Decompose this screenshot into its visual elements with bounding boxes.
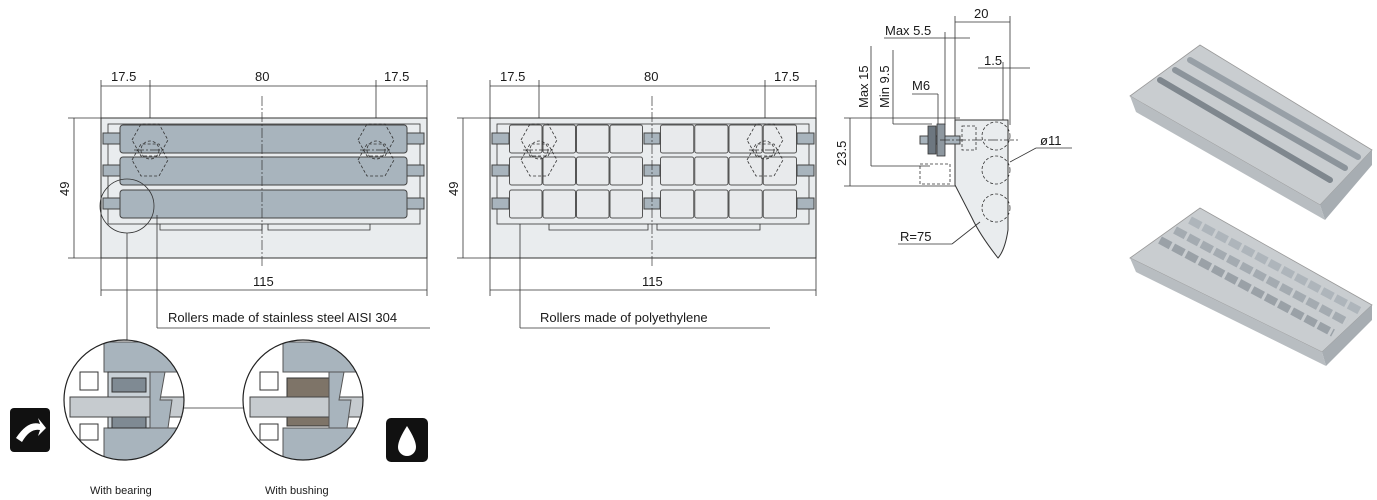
dim-width-pe: 115 xyxy=(642,274,663,289)
dim-height-steel: 49 xyxy=(57,182,72,196)
water-drop-icon xyxy=(386,418,428,462)
pe-roller-segment xyxy=(509,124,543,154)
dim-23-5: 23.5 xyxy=(834,141,849,166)
caption-with-bearing: With bearing xyxy=(90,485,152,497)
pe-roller-segment xyxy=(576,124,610,154)
axle-end-steel xyxy=(102,197,121,210)
dim-max-5-5: Max 5.5 xyxy=(885,23,931,38)
dim-middle-steel: 80 xyxy=(255,69,269,84)
pe-roller-segment xyxy=(694,124,729,154)
front-view-steel: 17.5 80 17.5 49 xyxy=(57,69,430,340)
caption-with-bushing: With bushing xyxy=(265,485,329,497)
detail-with-bearing xyxy=(63,339,185,461)
pe-roller-segment xyxy=(509,156,543,186)
pe-roller-segment xyxy=(609,189,643,219)
dim-top-20: 20 xyxy=(974,6,988,21)
dim-min-9-5: Min 9.5 xyxy=(877,65,892,108)
side-view: 20 Max 5.5 1.5 Max 15 Min 9.5 23.5 M6 xyxy=(834,6,1072,259)
pe-roller-segment xyxy=(509,189,543,219)
dim-diameter: ø11 xyxy=(1040,133,1061,148)
side-profile xyxy=(954,119,1009,259)
roller-circle xyxy=(981,121,1011,151)
pe-roller-segment xyxy=(660,156,695,186)
dim-middle-pe: 80 xyxy=(644,69,658,84)
pe-roller-segment xyxy=(576,189,610,219)
dim-max-15: Max 15 xyxy=(856,65,871,108)
pe-roller-segment xyxy=(542,189,576,219)
hex-nut-hidden xyxy=(131,123,169,157)
axle-end-steel xyxy=(102,164,121,177)
front-view-polyethylene: 17.5 80 17.5 49 115 xyxy=(446,69,817,329)
axle-end-steel xyxy=(102,132,121,145)
roller-steel-3 xyxy=(119,189,408,219)
dim-right-pe: 17.5 xyxy=(774,69,799,84)
axle-end-steel xyxy=(406,164,425,177)
movement-icon xyxy=(10,408,50,452)
detail-with-bushing xyxy=(242,339,364,461)
pe-roller-segment xyxy=(609,156,643,186)
pe-roller-segment xyxy=(576,156,610,186)
dim-height-pe: 49 xyxy=(446,182,461,196)
pe-roller-segment xyxy=(694,189,729,219)
pe-roller-segment xyxy=(542,156,576,186)
pe-roller-segment xyxy=(542,124,576,154)
note-pe-rollers: Rollers made of polyethylene xyxy=(540,310,708,325)
pe-roller-segment xyxy=(762,156,797,186)
pe-roller-segment xyxy=(762,124,797,154)
pe-roller-segment xyxy=(660,124,695,154)
pe-roller-segment xyxy=(762,189,797,219)
pe-roller-segment xyxy=(728,124,763,154)
product-image-polyethylene xyxy=(1129,207,1373,366)
pe-roller-segments xyxy=(509,124,797,219)
pe-roller-segment xyxy=(694,156,729,186)
dim-1-5: 1.5 xyxy=(984,53,1002,68)
dim-radius: R=75 xyxy=(900,229,931,244)
hex-nut-hidden xyxy=(357,123,395,157)
roller-circle xyxy=(981,155,1011,185)
axle-end-steel xyxy=(406,132,425,145)
roller-circle xyxy=(981,193,1011,223)
pe-roller-segment xyxy=(660,189,695,219)
pe-roller-segment xyxy=(728,156,763,186)
pe-roller-segment xyxy=(728,189,763,219)
product-image-steel xyxy=(1129,44,1373,220)
dim-width-steel: 115 xyxy=(253,274,274,289)
dim-left-steel: 17.5 xyxy=(111,69,136,84)
pe-roller-segment xyxy=(609,124,643,154)
note-steel-rollers: Rollers made of stainless steel AISI 304 xyxy=(168,310,397,325)
dim-m6: M6 xyxy=(912,78,930,93)
dim-right-steel: 17.5 xyxy=(384,69,409,84)
dim-left-pe: 17.5 xyxy=(500,69,525,84)
axle-end-steel xyxy=(406,197,425,210)
